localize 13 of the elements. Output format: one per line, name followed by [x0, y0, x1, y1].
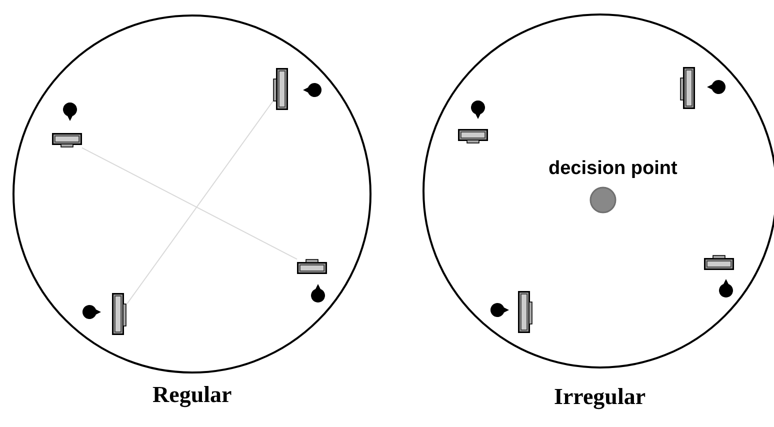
desk-icon: [680, 67, 696, 111]
node-label: Regular: [152, 382, 232, 408]
desk-icon: [704, 255, 734, 271]
connector-line: [126, 100, 274, 304]
node-label: Irregular: [554, 384, 646, 410]
desk-icon: [458, 128, 488, 144]
desk-icon: [52, 132, 82, 148]
desk-icon: [111, 293, 127, 337]
connector-line: [82, 147, 298, 260]
desk-icon: [297, 259, 327, 275]
desk-icon: [273, 68, 289, 112]
desk-icon: [517, 291, 533, 335]
point-label: decision point: [548, 158, 678, 180]
